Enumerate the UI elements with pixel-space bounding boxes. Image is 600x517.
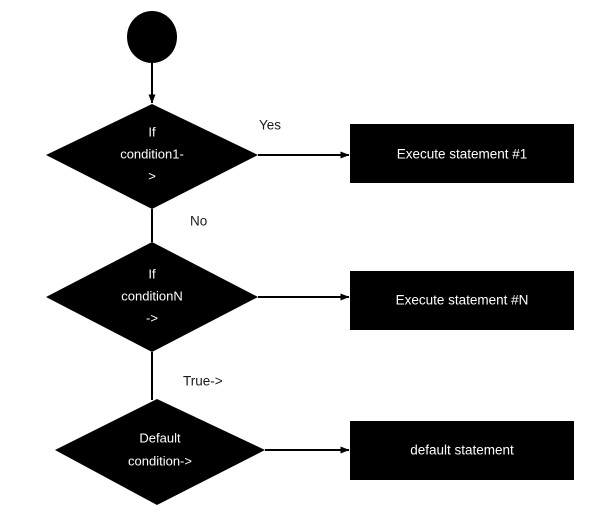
default-label-line1: Default <box>139 430 181 445</box>
decisionN-label-line3: -> <box>146 310 158 325</box>
decisionN-label-line1: If <box>148 266 156 281</box>
default-label-line2: condition-> <box>128 453 192 468</box>
processN-label: Execute statement #N <box>396 293 529 308</box>
process-box-statement-N[interactable] <box>350 271 574 330</box>
decision-node-default[interactable] <box>55 399 265 505</box>
process1-label: Execute statement #1 <box>397 147 528 162</box>
edge-label-true: True-> <box>183 374 223 389</box>
decision-node-conditionN[interactable] <box>46 242 258 352</box>
decision1-label-line1: If <box>148 124 156 139</box>
start-node-circle[interactable] <box>127 11 177 63</box>
decision1-label-line3: > <box>148 168 156 183</box>
decisionN-label-line2: conditionN <box>121 288 182 303</box>
decision1-label-line2: condition1- <box>120 146 184 161</box>
process-default-label: default statement <box>410 443 514 458</box>
process-box-default-statement[interactable] <box>350 421 574 480</box>
process-box-statement-1[interactable] <box>350 124 574 183</box>
edge-label-yes: Yes <box>259 118 281 133</box>
edge-label-no: No <box>190 214 207 229</box>
decision-node-condition1[interactable] <box>46 104 258 209</box>
